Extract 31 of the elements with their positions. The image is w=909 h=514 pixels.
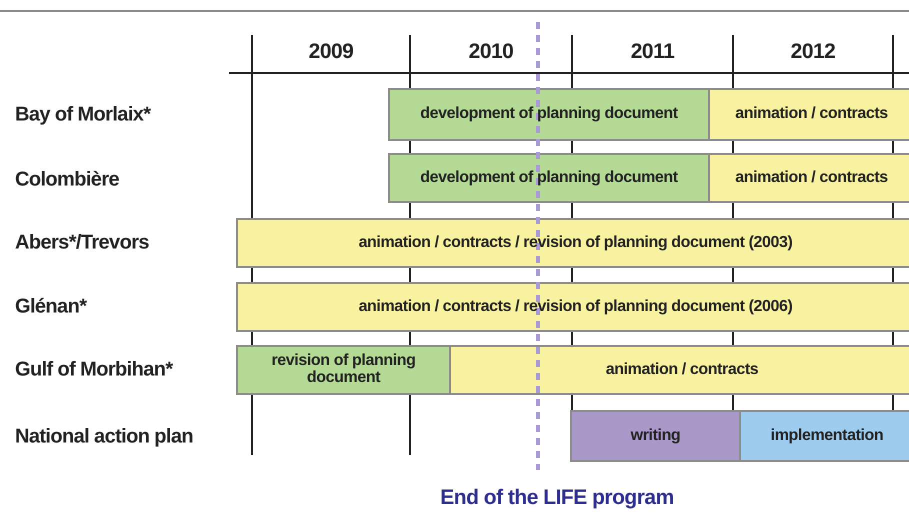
timeline-bar bbox=[388, 153, 710, 203]
row-label: Abers*/Trevors bbox=[15, 232, 149, 254]
row-label: Bay of Morlaix* bbox=[15, 104, 150, 126]
timeline-bar bbox=[449, 345, 909, 395]
bar-label: animation / contracts / revision of planning document (2003) bbox=[358, 234, 792, 252]
bar-label: animation / contracts bbox=[735, 106, 888, 123]
timeline-bar bbox=[708, 88, 909, 141]
bar-label: implementation bbox=[770, 428, 884, 444]
year-header: 2011 bbox=[630, 40, 676, 64]
bar-label: writing bbox=[630, 428, 680, 444]
timeline-bar bbox=[236, 218, 909, 268]
timeline-bar bbox=[236, 282, 909, 332]
timeline-bar bbox=[236, 345, 451, 395]
row-label: Colombière bbox=[15, 168, 120, 192]
bar-label: animation / contracts bbox=[606, 362, 758, 378]
year-header: 2009 bbox=[308, 40, 354, 64]
year-header: 2010 bbox=[468, 40, 514, 64]
bar-label: animation / contracts / revision of planning document (2006) bbox=[358, 298, 792, 316]
row-label: Gulf of Morbihan* bbox=[15, 358, 173, 382]
row-label: National action plan bbox=[15, 426, 194, 448]
timeline-bar bbox=[708, 153, 909, 203]
milestone-label: End of the LIFE program bbox=[439, 486, 675, 510]
bar-label: animation / contracts bbox=[735, 170, 888, 186]
bar-label: revision of planning document bbox=[270, 353, 416, 387]
timeline-bar bbox=[739, 410, 909, 462]
timeline-bar bbox=[570, 410, 741, 462]
row-label: Glénan* bbox=[15, 296, 86, 318]
timeline-bar bbox=[388, 88, 710, 141]
bar-label: development of planning document bbox=[420, 106, 678, 123]
year-header: 2012 bbox=[790, 40, 836, 64]
bar-label: development of planning document bbox=[420, 170, 678, 186]
